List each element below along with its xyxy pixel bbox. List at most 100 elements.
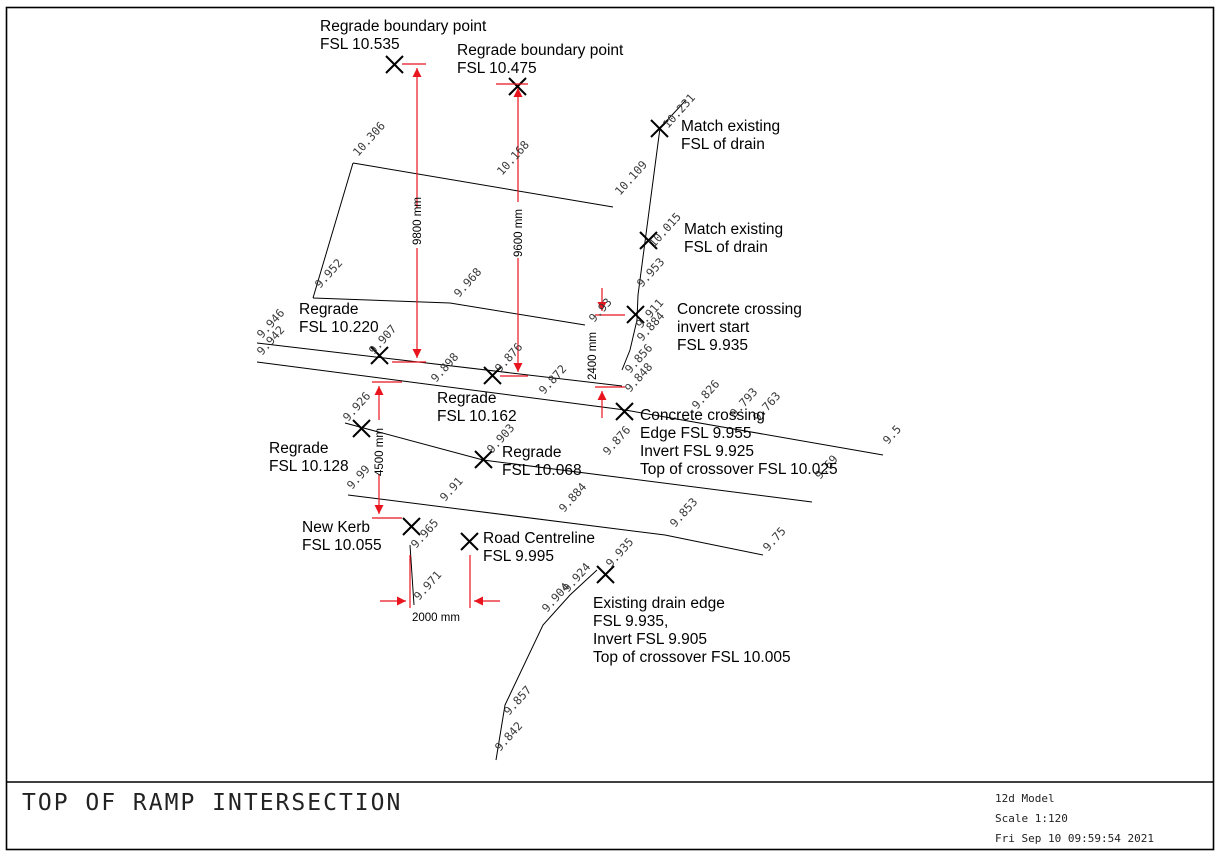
road-line-4 — [347, 494, 764, 556]
drawing-title: TOP OF RAMP INTERSECTION — [22, 790, 402, 816]
level-label: 10.015 — [646, 210, 684, 250]
level-label: 10.109 — [612, 158, 650, 198]
dim-4500-label: 4500 mm — [374, 428, 386, 476]
cross-marker-icon — [596, 565, 615, 584]
annotation-regrade-boundary-2: Regrade boundary point FSL 10.475 — [457, 42, 624, 77]
annotations: Regrade boundary point FSL 10.535 Regrad… — [269, 18, 838, 666]
cross-marker-icon — [483, 366, 502, 385]
dimension-lines — [372, 63, 625, 608]
level-label: 9.898 — [428, 350, 462, 385]
annotation-line: Regrade — [437, 390, 496, 407]
annotation-line: Concrete crossing — [677, 301, 802, 318]
dim-9800-label: 9800 mm — [412, 197, 424, 245]
annotation-existing-drain-edge: Existing drain edge FSL 9.935, Invert FS… — [593, 595, 791, 666]
annotation-regrade-10220: Regrade FSL 10.220 — [299, 301, 379, 336]
annotation-regrade-10128: Regrade FSL 10.128 — [269, 440, 349, 475]
annotation-line: Concrete crossing — [640, 407, 765, 424]
level-labels: 10.306 10.168 10.109 10.231 10.015 9.952… — [254, 91, 904, 754]
annotation-road-centreline: Road Centreline FSL 9.995 — [483, 530, 595, 565]
annotation-regrade-10162: Regrade FSL 10.162 — [437, 390, 517, 425]
level-label: 9.953 — [634, 255, 668, 290]
level-label: 9.93 — [586, 295, 615, 325]
cross-marker-icon — [385, 55, 404, 74]
level-label: 9.884 — [556, 480, 590, 515]
annotation-new-kerb: New Kerb FSL 10.055 — [302, 519, 382, 554]
level-label: 9.853 — [667, 495, 701, 530]
annotation-line: FSL of drain — [681, 136, 765, 153]
level-label: 9.935 — [603, 535, 637, 570]
annotation-regrade-boundary-1: Regrade boundary point FSL 10.535 — [320, 18, 487, 53]
level-label: 9.952 — [312, 256, 346, 291]
annotation-line: Road Centreline — [483, 530, 595, 547]
level-label: 10.168 — [494, 138, 532, 178]
annotation-line: Invert FSL 9.905 — [593, 631, 707, 648]
annotation-match-existing-2: Match existing FSL of drain — [684, 221, 783, 256]
annotation-line: invert start — [677, 319, 750, 336]
annotation-line: Match existing — [681, 118, 780, 135]
point-markers — [352, 55, 669, 584]
cross-marker-icon — [615, 402, 634, 421]
regrade-area-boundary — [352, 162, 614, 208]
level-label: 9.968 — [451, 265, 485, 300]
annotation-line: FSL 10.128 — [269, 458, 349, 475]
annotation-line: FSL of drain — [684, 239, 768, 256]
level-label: 9.965 — [408, 516, 442, 551]
level-label: 9.926 — [340, 389, 374, 424]
drawing-frame — [5, 6, 1215, 851]
annotation-line: FSL 10.055 — [302, 537, 382, 554]
cross-marker-icon — [508, 77, 527, 96]
annotation-line: FSL 9.935, — [593, 613, 668, 630]
annotation-line: Match existing — [684, 221, 783, 238]
annotation-line: FSL 9.995 — [483, 548, 554, 565]
cross-marker-icon — [474, 450, 493, 469]
regrade-area-bottom-edge — [312, 297, 586, 326]
annotation-line: FSL 9.935 — [677, 337, 748, 354]
cross-marker-icon — [460, 532, 479, 551]
annotation-line: FSL 10.535 — [320, 36, 400, 53]
drawing-scale: Scale 1:120 — [995, 812, 1068, 825]
annotation-concrete-crossing-invert: Concrete crossing invert start FSL 9.935 — [677, 301, 802, 354]
level-label: 9.857 — [501, 683, 535, 718]
annotation-line: Regrade — [299, 301, 358, 318]
cross-marker-icon — [402, 517, 421, 536]
cross-marker-icon — [650, 119, 669, 138]
annotation-line: Top of crossover FSL 10.005 — [593, 649, 791, 666]
annotation-line: Invert FSL 9.925 — [640, 443, 754, 460]
level-label: 9.842 — [492, 719, 526, 754]
annotation-line: FSL 10.068 — [502, 462, 582, 479]
level-label: 9.75 — [760, 524, 789, 554]
plot-timestamp: Fri Sep 10 09:59:54 2021 — [995, 832, 1154, 845]
drain-line-lower — [495, 569, 598, 761]
annotation-concrete-crossing-edge: Concrete crossing Edge FSL 9.955 Invert … — [640, 407, 838, 478]
level-label: 9.5 — [880, 422, 904, 447]
cross-marker-icon — [352, 419, 371, 438]
annotation-line: FSL 10.162 — [437, 408, 517, 425]
cross-marker-icon — [370, 346, 389, 365]
dim-2000-label: 2000 mm — [412, 612, 460, 624]
level-label: 9.876 — [600, 423, 634, 458]
annotation-regrade-10068: Regrade FSL 10.068 — [502, 444, 582, 479]
annotation-line: Top of crossover FSL 10.025 — [640, 461, 838, 478]
annotation-match-existing-1: Match existing FSL of drain — [681, 118, 780, 153]
level-label: 9.876 — [492, 340, 526, 375]
annotation-line: Existing drain edge — [593, 595, 725, 612]
title-block: TOP OF RAMP INTERSECTION 12d Model Scale… — [22, 790, 1154, 845]
level-label: 9.91 — [437, 474, 466, 504]
cross-marker-icon — [639, 231, 658, 250]
annotation-line: FSL 10.475 — [457, 60, 537, 77]
dim-9600-label: 9600 mm — [513, 209, 525, 257]
annotation-line: Regrade boundary point — [457, 42, 624, 59]
annotation-line: New Kerb — [302, 519, 370, 536]
cross-marker-icon — [626, 305, 645, 324]
level-label: 9.971 — [411, 568, 445, 603]
software-name: 12d Model — [995, 792, 1055, 805]
kerb-line — [409, 544, 415, 606]
dim-2400-label: 2400 mm — [587, 332, 599, 380]
level-label: 10.306 — [350, 119, 388, 159]
road-line-1 — [256, 342, 623, 387]
regrade-area-left-edge — [312, 162, 354, 299]
annotation-line: Regrade — [502, 444, 561, 461]
dimension-labels: 9800 mm 9600 mm 2400 mm 4500 mm 2000 mm — [374, 197, 599, 624]
annotation-line: FSL 10.220 — [299, 319, 379, 336]
